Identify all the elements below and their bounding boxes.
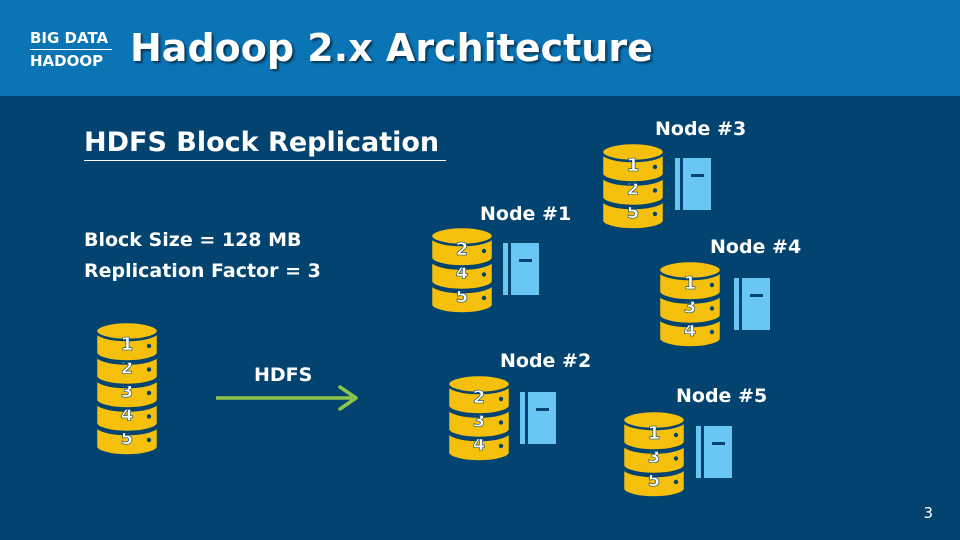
source-disk-led-4 xyxy=(146,414,152,419)
node-1-disk-led-1 xyxy=(481,248,487,254)
node-4-server-icon xyxy=(734,278,770,330)
node-1-disk-led-2 xyxy=(481,272,487,277)
node-2-disk-stack: 432 xyxy=(446,373,512,463)
hdfs-arrow-label: HDFS xyxy=(254,364,313,386)
replication-factor-text: Replication Factor = 3 xyxy=(84,260,321,282)
node-4-disk-led-2 xyxy=(709,306,715,311)
node-4-disk-led-3 xyxy=(709,329,715,335)
node-4-disk-led-1 xyxy=(709,282,715,288)
node-5-server-icon xyxy=(696,426,732,478)
node-5-block-label-1: 1 xyxy=(648,423,661,444)
node-5-disk-led-2 xyxy=(673,456,679,461)
page-title: Hadoop 2.x Architecture xyxy=(130,26,653,70)
node-1-server-icon xyxy=(503,243,539,295)
node-5-disk-led-3 xyxy=(673,479,679,485)
node-2-block-label-1: 2 xyxy=(473,387,486,408)
logo-line1: BIG DATA xyxy=(30,29,112,50)
node-3-block-label-1: 1 xyxy=(627,155,640,176)
node-3-disk-led-3 xyxy=(652,211,658,217)
node-4-disk-top-1 xyxy=(657,259,723,281)
node-2-disk-top-1 xyxy=(446,373,512,395)
section-title: HDFS Block Replication xyxy=(84,127,440,158)
source-disk-top-1 xyxy=(94,320,160,342)
node-2-label: Node #2 xyxy=(500,350,592,372)
node-3-disk-led-1 xyxy=(652,164,658,170)
source-disk-led-5 xyxy=(146,437,152,443)
node-1-label: Node #1 xyxy=(480,203,572,225)
node-5-disk-led-1 xyxy=(673,432,679,438)
node-3-disk-stack: 521 xyxy=(600,141,666,231)
section-title-underline xyxy=(84,160,446,161)
node-4-disk-stack: 431 xyxy=(657,259,723,349)
block-size-text: Block Size = 128 MB xyxy=(84,229,302,251)
source-disk-led-1 xyxy=(146,343,152,349)
header-bar: BIG DATA HADOOP Hadoop 2.x Architecture xyxy=(0,0,960,96)
node-1-disk-led-3 xyxy=(481,295,487,301)
node-3-disk-top-1 xyxy=(600,141,666,163)
node-2-disk-led-2 xyxy=(498,420,504,425)
source-block-label-1: 1 xyxy=(121,334,134,355)
node-1-disk-top-1 xyxy=(429,225,495,247)
source-disk-led-3 xyxy=(146,390,152,396)
logo-line2: HADOOP xyxy=(30,52,104,70)
node-5-disk-stack: 531 xyxy=(621,409,687,499)
node-3-label: Node #3 xyxy=(655,118,747,140)
node-4-block-label-1: 1 xyxy=(684,273,697,294)
node-2-server-icon xyxy=(520,392,556,444)
hdfs-arrow xyxy=(216,385,358,411)
page-number: 3 xyxy=(923,504,933,522)
node-5-label: Node #5 xyxy=(676,385,768,407)
source-disk-led-2 xyxy=(146,367,152,372)
node-3-disk-led-2 xyxy=(652,188,658,193)
node-4-label: Node #4 xyxy=(710,236,802,258)
node-1-block-label-1: 2 xyxy=(456,239,469,260)
node-2-disk-led-3 xyxy=(498,443,504,449)
logo: BIG DATA HADOOP xyxy=(30,29,112,70)
node-2-disk-led-1 xyxy=(498,396,504,402)
node-5-disk-top-1 xyxy=(621,409,687,431)
node-1-disk-stack: 542 xyxy=(429,225,495,315)
node-3-server-icon xyxy=(675,158,711,210)
